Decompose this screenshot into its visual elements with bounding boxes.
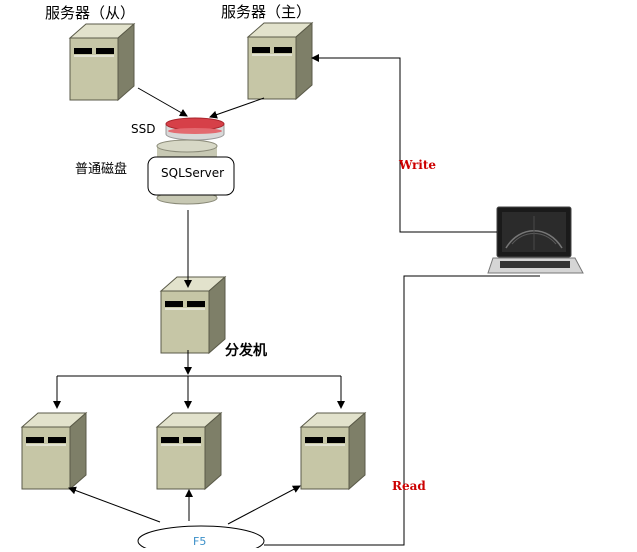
master-server-icon: [247, 22, 313, 100]
web-server-right-icon: [300, 412, 366, 490]
f5-to-left-server-arrow: [68, 486, 161, 523]
read-path-line: [264, 275, 540, 546]
ssd-label: SSD: [131, 122, 156, 136]
normal-disk-label: 普通磁盘: [75, 162, 128, 177]
distributor-label: 分发机: [225, 343, 267, 359]
ssd-disk-icon: [165, 117, 225, 141]
slave-to-disk-arrow: [137, 87, 188, 117]
slave-server-label: 服务器（从）: [45, 4, 136, 22]
read-label: Read: [392, 479, 426, 493]
master-to-disk-arrow: [209, 97, 265, 119]
write-path-arrow: [311, 54, 497, 233]
laptop-icon: [487, 206, 584, 274]
web-server-middle-icon: [156, 412, 222, 490]
web-server-left-icon: [21, 412, 87, 490]
f5-to-right-server-arrow: [227, 485, 301, 525]
f5-load-balancer: [137, 525, 265, 552]
sqlserver-box: [147, 156, 235, 196]
distributor-server-icon: [160, 276, 226, 354]
slave-server-icon: [69, 23, 135, 101]
write-label: Write: [399, 158, 436, 172]
master-server-label: 服务器（主）: [221, 3, 312, 21]
f5-label: F5: [193, 535, 207, 548]
sqlserver-label: SQLServer: [161, 166, 225, 180]
